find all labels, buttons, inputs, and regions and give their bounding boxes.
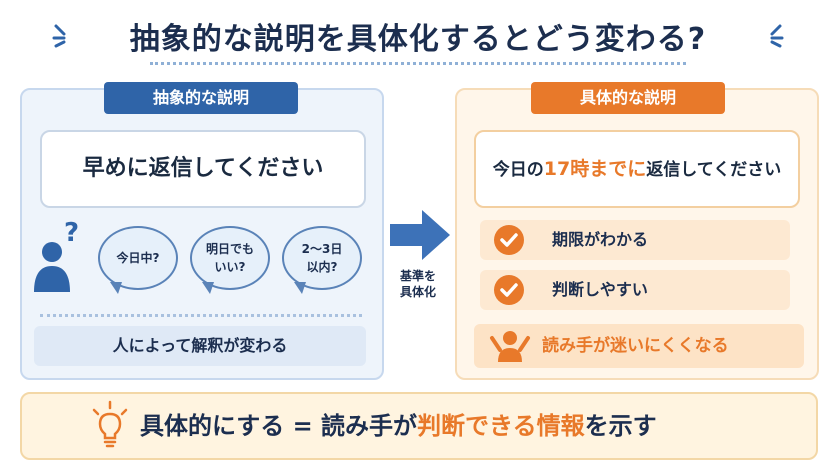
cheer-person-icon	[490, 331, 530, 362]
abstract-result: 人によって解釈が変わる	[34, 326, 366, 366]
bubble-tail	[202, 282, 214, 294]
concrete-card: 今日の17時までに返信してください	[474, 130, 800, 208]
lightbulb-icon	[92, 400, 128, 448]
summary-highlight: 判断できる情報	[417, 412, 585, 440]
page-title: 抽象的な説明を具体化するとどう変わる?	[129, 22, 707, 57]
left-divider	[40, 314, 362, 317]
concrete-result-box	[474, 324, 804, 368]
check-text-1: 期限がわかる	[552, 230, 649, 249]
deadline-highlight: 17時までに	[543, 158, 647, 180]
concrete-result: 読み手が迷いにくくなる	[542, 336, 729, 356]
check-row-2	[480, 270, 790, 310]
bubble-tail	[110, 282, 122, 294]
question-icon: ?	[64, 218, 80, 248]
summary-box	[20, 392, 818, 460]
check-row-1	[480, 220, 790, 260]
title-divider	[150, 62, 686, 65]
abstract-card: 早めに返信してください	[40, 130, 366, 208]
person-icon	[34, 242, 70, 292]
bubble-3: 2〜3日 以内?	[282, 226, 362, 290]
concrete-tag: 具体的な説明	[531, 82, 725, 114]
check-icon	[494, 225, 524, 255]
abstract-tag: 抽象的な説明	[104, 82, 298, 114]
check-icon	[494, 275, 524, 305]
spark-icon	[770, 24, 784, 48]
bubble-2: 明日でも いい?	[190, 226, 270, 290]
bubble-1: 今日中?	[98, 226, 178, 290]
check-text-2: 判断しやすい	[552, 280, 648, 299]
bubble-tail	[294, 282, 306, 294]
arrow-right-icon	[390, 210, 450, 260]
summary-text: 具体的にする = 読み手が判断できる情報を示す	[140, 412, 657, 440]
arrow-label: 基準を 具体化	[399, 269, 436, 299]
spark-icon	[52, 24, 66, 48]
